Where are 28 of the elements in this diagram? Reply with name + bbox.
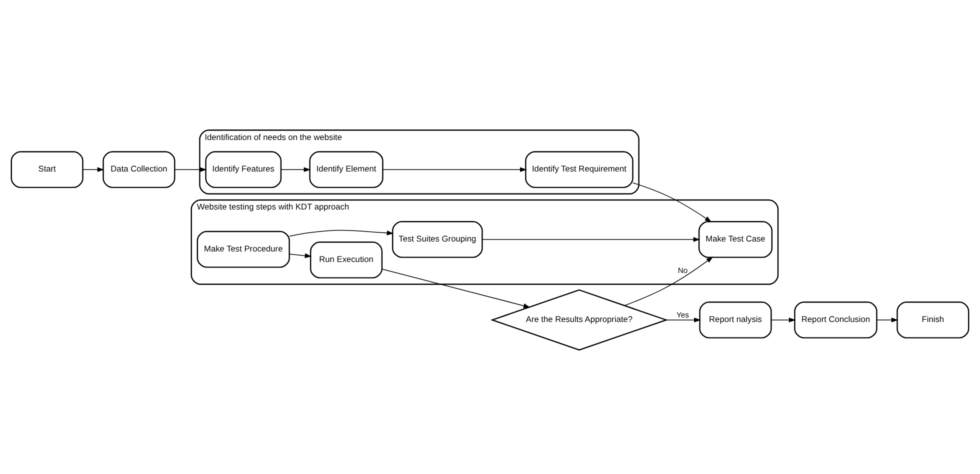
arrow (382, 268, 530, 308)
arrow (82, 167, 104, 172)
arrow (280, 167, 311, 172)
node-box: Identify Element (309, 151, 384, 188)
arrow (624, 256, 714, 306)
node-box: Finish (896, 302, 970, 338)
node-box: Report Conclusion (794, 302, 878, 338)
arrow (482, 237, 700, 242)
node-diamond: Are the Results Appropriate? (490, 289, 668, 351)
node-box: Make Test Procedure (196, 230, 290, 268)
arrow (382, 167, 527, 172)
arrow (289, 230, 394, 237)
node-box: Make Test Case (698, 221, 773, 258)
node-box: Data Collection (102, 151, 176, 188)
edge-label: No (678, 266, 688, 275)
node-box: Identify Features (205, 151, 282, 188)
node-box: Report nalysis (699, 302, 772, 338)
arrow (632, 182, 712, 222)
arrow (289, 253, 312, 258)
arrow (876, 318, 898, 322)
node-box: Identify Test Requirement (525, 151, 634, 188)
edge-label: Yes (676, 310, 689, 320)
node-box: Run Execution (310, 242, 383, 278)
arrow (666, 318, 701, 322)
arrow (174, 167, 207, 172)
node-box: Test Suites Grouping (392, 221, 483, 258)
arrow (770, 318, 796, 322)
node-box: Start (10, 151, 84, 188)
